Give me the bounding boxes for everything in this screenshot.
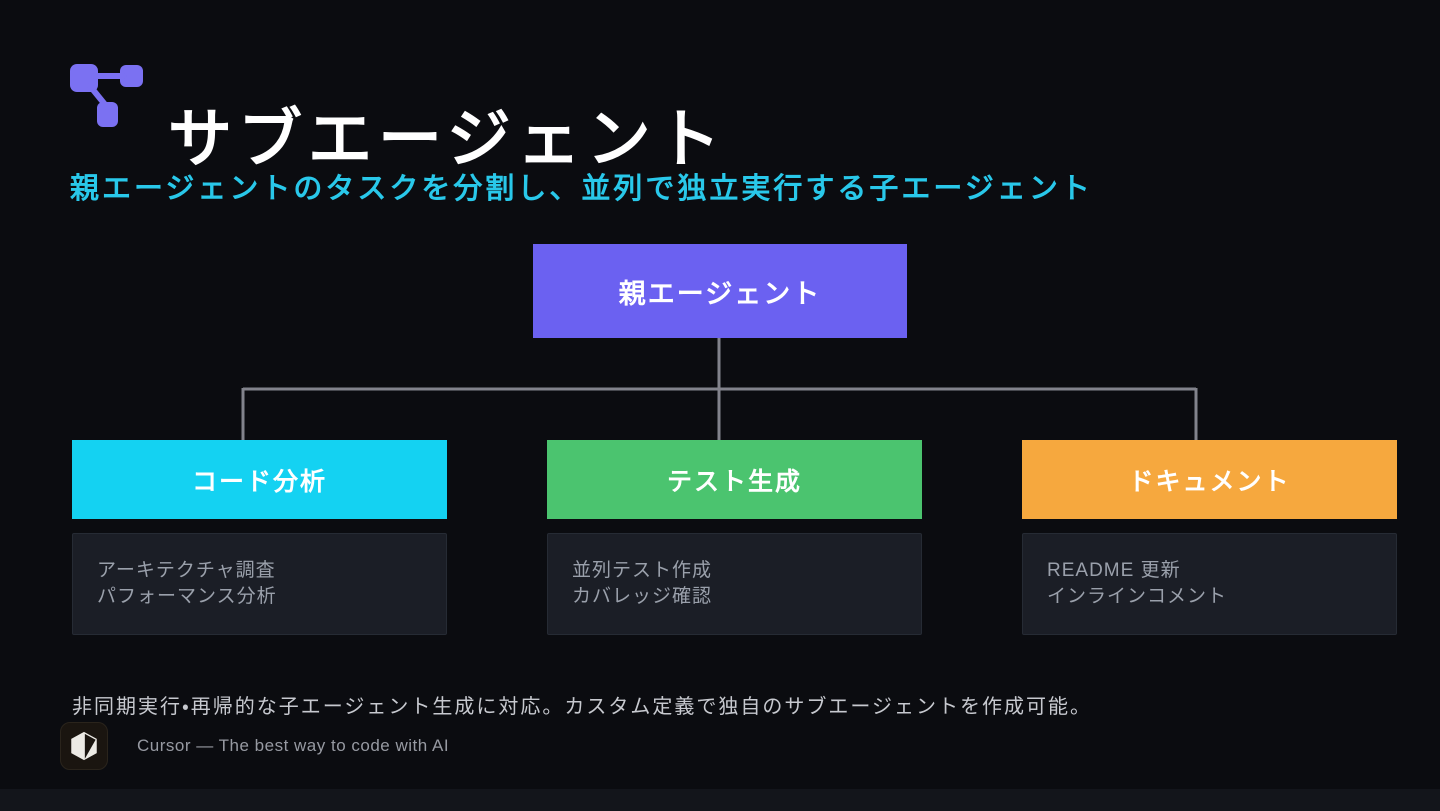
bottom-band (0, 789, 1440, 811)
detail-line: アーキテクチャ調査 (97, 560, 276, 581)
hierarchy-branch-icon (70, 64, 143, 127)
detail-panel-test-generation: 並列テスト作成 カバレッジ確認 (547, 533, 922, 635)
page-title: サブエージェント (168, 102, 727, 175)
child-node-label: ドキュメント (1128, 467, 1291, 496)
child-node-test-generation: テスト生成 (547, 440, 922, 519)
parent-agent-label: 親エージェント (618, 278, 822, 309)
footer: Cursor — The best way to code with AI (60, 722, 449, 770)
child-node-documentation: ドキュメント (1022, 440, 1397, 519)
slide-note: 非同期実行・再帰的な子エージェント生成に対応。カスタム定義で独自のサブエージェン… (72, 696, 1092, 718)
slide-subtitle: 親エージェントのタスクを分割し、並列で独立実行する子エージェント (70, 173, 1093, 205)
detail-line: インラインコメント (1047, 586, 1228, 607)
detail-line: パフォーマンス分析 (97, 586, 277, 607)
child-node-label: テスト生成 (666, 467, 802, 496)
cursor-cube-icon (71, 731, 97, 761)
detail-line: README 更新 (1047, 560, 1181, 581)
child-node-label: コード分析 (191, 467, 327, 496)
footer-tagline: Cursor — The best way to code with AI (137, 736, 450, 755)
cursor-logo-badge (60, 722, 108, 770)
detail-line: カバレッジ確認 (572, 586, 713, 607)
parent-agent-node: 親エージェント (533, 244, 907, 338)
detail-line: 並列テスト作成 (572, 560, 713, 581)
detail-panel-code-analysis: アーキテクチャ調査 パフォーマンス分析 (72, 533, 447, 635)
child-node-code-analysis: コード分析 (72, 440, 447, 519)
detail-panel-documentation: README 更新 インラインコメント (1022, 533, 1397, 635)
